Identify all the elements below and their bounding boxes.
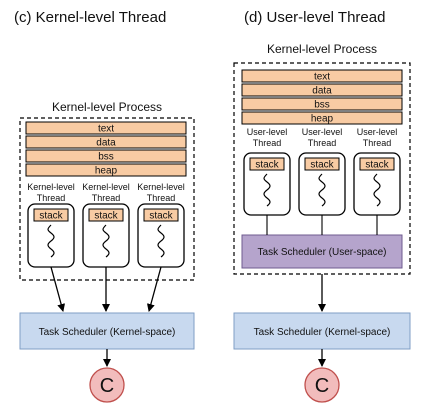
thread-stack bbox=[33, 208, 69, 222]
thread-label-line1: Kernel-level bbox=[137, 182, 185, 192]
thread-to-scheduler-arrow bbox=[50, 266, 66, 312]
segment-text-label: text bbox=[314, 72, 330, 83]
thread-stack bbox=[88, 208, 124, 222]
process-label: Kernel-level Process bbox=[52, 100, 162, 114]
segment-data-label: data bbox=[312, 86, 332, 97]
segment-bss-label: bss bbox=[314, 100, 330, 111]
thread-stack-label: stack bbox=[94, 211, 118, 222]
thread-stack bbox=[143, 208, 179, 222]
thread-label-line2: Thread bbox=[308, 138, 337, 148]
thread-execution-squiggle bbox=[373, 173, 381, 207]
segment-heap-label: heap bbox=[311, 114, 334, 125]
panel-title-kernel: (c) Kernel-level Thread bbox=[14, 9, 166, 26]
thread-stack-label: stack bbox=[149, 211, 173, 222]
thread-label-line1: Kernel-level bbox=[27, 182, 75, 192]
segment-heap-label: heap bbox=[95, 166, 118, 177]
kernel-task-scheduler bbox=[19, 312, 195, 350]
process-label: Kernel-level Process bbox=[267, 42, 377, 56]
thread-to-scheduler-arrow bbox=[146, 266, 162, 312]
kernel-level-thread-panel: (c) Kernel-level Thread Kernel-level Pro… bbox=[14, 9, 195, 403]
thread-label-line1: Kernel-level bbox=[82, 182, 130, 192]
thread-stack bbox=[249, 157, 285, 171]
thread-label-line1: User-level bbox=[302, 127, 343, 137]
user-level-thread-panel: (d) User-level Thread Kernel-level Proce… bbox=[233, 9, 411, 403]
segment-data bbox=[241, 83, 403, 97]
thread-stack bbox=[304, 157, 340, 171]
thread-label-line1: User-level bbox=[247, 127, 288, 137]
thread-label-line2: Thread bbox=[37, 193, 66, 203]
cpu-core bbox=[89, 367, 125, 403]
segment-data-label: data bbox=[96, 138, 116, 149]
thread-label-line2: Thread bbox=[253, 138, 282, 148]
user-task-scheduler-label: Task Scheduler (User-space) bbox=[258, 247, 387, 258]
thread-stack bbox=[359, 157, 395, 171]
kernel-task-scheduler-label: Task Scheduler (Kernel-space) bbox=[254, 327, 391, 338]
cpu-core bbox=[304, 367, 340, 403]
segment-text bbox=[25, 121, 187, 135]
kernel-task-scheduler bbox=[233, 312, 411, 350]
thread-label-line1: User-level bbox=[357, 127, 398, 137]
segment-bss bbox=[241, 97, 403, 111]
segment-text bbox=[241, 69, 403, 83]
segment-bss bbox=[25, 149, 187, 163]
thread-stack-label: stack bbox=[39, 211, 63, 222]
segment-data bbox=[25, 135, 187, 149]
panel-title-user: (d) User-level Thread bbox=[244, 9, 385, 26]
segment-text-label: text bbox=[98, 124, 114, 135]
thread-label-line2: Thread bbox=[363, 138, 392, 148]
kernel-process-boundary bbox=[233, 62, 411, 275]
thread-execution-squiggle bbox=[263, 173, 271, 207]
thread-label-line2: Thread bbox=[147, 193, 176, 203]
thread-execution-squiggle bbox=[157, 224, 165, 258]
segment-heap bbox=[25, 163, 187, 177]
user-task-scheduler bbox=[241, 234, 403, 269]
thread-label-line2: Thread bbox=[92, 193, 121, 203]
thread-stack-label: stack bbox=[310, 160, 334, 171]
cpu-core-label: C bbox=[315, 375, 329, 397]
kernel-process-boundary bbox=[19, 117, 195, 281]
thread-execution-squiggle bbox=[47, 224, 55, 258]
thread-stack-label: stack bbox=[255, 160, 279, 171]
thread-execution-squiggle bbox=[102, 224, 110, 258]
kernel-task-scheduler-label: Task Scheduler (Kernel-space) bbox=[39, 327, 176, 338]
segment-heap bbox=[241, 111, 403, 125]
thread-execution-squiggle bbox=[318, 173, 326, 207]
segment-bss-label: bss bbox=[98, 152, 114, 163]
thread-stack-label: stack bbox=[365, 160, 389, 171]
cpu-core-label: C bbox=[100, 375, 114, 397]
